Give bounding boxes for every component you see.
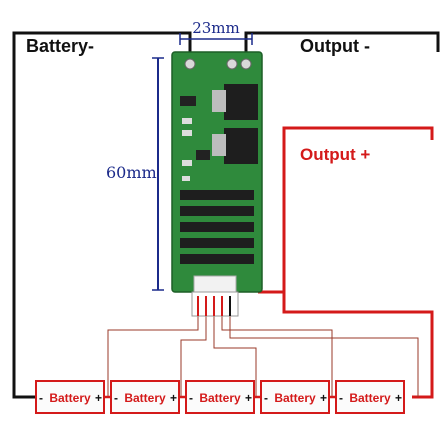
battery-label: Battery <box>349 391 391 405</box>
battery-cell: -Battery + <box>260 380 330 414</box>
battery-minus-sign: - <box>339 391 343 405</box>
battery-plus-sign: + <box>395 391 402 405</box>
bms-pcb-board <box>171 51 263 317</box>
battery-minus-sign: - <box>264 391 268 405</box>
battery-plus-sign: + <box>95 391 102 405</box>
battery-cell-body <box>35 380 105 414</box>
balance-taps <box>107 316 419 397</box>
battery-row: -Battery+-Battery+-Battery+-Battery+-Bat… <box>35 380 405 414</box>
output-minus-label: Output - <box>300 36 370 56</box>
battery-label: Battery <box>124 391 166 405</box>
height-dimension-label: 60mm <box>106 163 157 182</box>
battery-cell: -Battery + <box>35 380 105 414</box>
output-plus-battery-wire <box>282 292 434 399</box>
battery-label: Battery <box>199 391 241 405</box>
battery-plus-sign: + <box>170 391 177 405</box>
battery-minus-wire <box>12 31 192 399</box>
battery-label: Battery <box>274 391 316 405</box>
output-plus-label: Output + <box>300 145 370 164</box>
width-dimension-label: 23mm <box>192 19 240 37</box>
output-plus-wire <box>258 126 434 294</box>
battery-label: Battery <box>49 391 91 405</box>
battery-minus-sign: - <box>189 391 193 405</box>
output-minus-wire <box>244 31 440 52</box>
battery-plus-sign: + <box>320 391 327 405</box>
battery-minus-label: Battery- <box>26 36 94 56</box>
battery-plus-sign: + <box>245 391 252 405</box>
battery-cell: -Battery + <box>110 380 180 414</box>
height-dimension <box>152 57 164 291</box>
red-wires <box>258 126 434 399</box>
width-dimension <box>179 33 253 45</box>
battery-minus-sign: - <box>39 391 43 405</box>
battery-cell: -Battery + <box>335 380 405 414</box>
battery-cell-body <box>185 380 255 414</box>
battery-cell-body <box>335 380 405 414</box>
battery-cell: -Battery + <box>185 380 255 414</box>
battery-minus-sign: - <box>114 391 118 405</box>
